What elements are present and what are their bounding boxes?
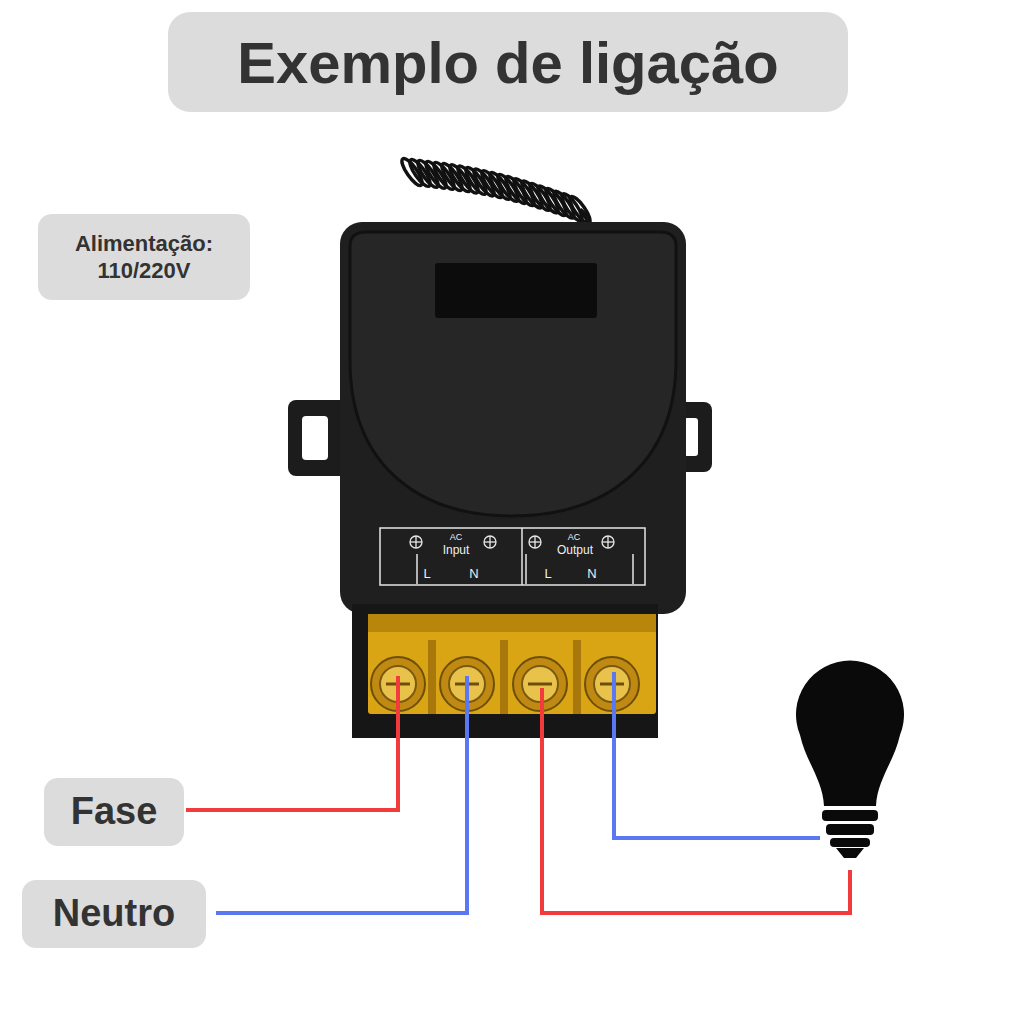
cover-ridge bbox=[368, 614, 656, 632]
terminal-label: L bbox=[423, 567, 430, 580]
mount-hole bbox=[302, 416, 328, 460]
cover-divider bbox=[573, 640, 581, 714]
housing-dome bbox=[350, 232, 676, 516]
indicator-window bbox=[435, 263, 597, 318]
antenna-coil bbox=[399, 156, 594, 226]
supply-label-box: Alimentação: 110/220V bbox=[38, 214, 250, 300]
plate-divider bbox=[632, 554, 634, 584]
plate-divider bbox=[525, 554, 527, 584]
terminal-symbol bbox=[529, 536, 541, 548]
mount-hole bbox=[684, 418, 698, 456]
title-box: Exemplo de ligação bbox=[168, 12, 848, 112]
cover-divider bbox=[500, 640, 508, 714]
wire bbox=[216, 676, 467, 913]
terminal-symbol bbox=[484, 536, 496, 548]
plate-divider bbox=[416, 554, 418, 584]
terminal-label: AC bbox=[450, 533, 463, 542]
phase-label-box: Fase bbox=[44, 778, 184, 846]
terminal-label: AC bbox=[568, 533, 581, 542]
terminal-symbol bbox=[602, 536, 614, 548]
title: Exemplo de ligação bbox=[237, 29, 779, 96]
terminal-label: L bbox=[544, 567, 551, 580]
cover-divider bbox=[428, 640, 436, 714]
node-text: Fase bbox=[71, 788, 158, 836]
terminal-label: Output bbox=[557, 544, 593, 556]
node-text: Neutro bbox=[53, 890, 175, 938]
relay-housing bbox=[340, 222, 686, 614]
plate-divider bbox=[521, 528, 523, 585]
terminal-label: N bbox=[587, 567, 596, 580]
terminal-label: Input bbox=[443, 544, 470, 556]
plate-border bbox=[380, 528, 645, 585]
wire bbox=[614, 672, 820, 838]
lamp-symbol bbox=[796, 661, 904, 858]
terminal-label: N bbox=[469, 567, 478, 580]
node-text: Alimentação: 110/220V bbox=[52, 230, 236, 285]
neutral-label-box: Neutro bbox=[22, 880, 206, 948]
wire bbox=[186, 676, 398, 810]
terminal-symbol bbox=[410, 536, 422, 548]
terminal-plate bbox=[380, 528, 645, 585]
